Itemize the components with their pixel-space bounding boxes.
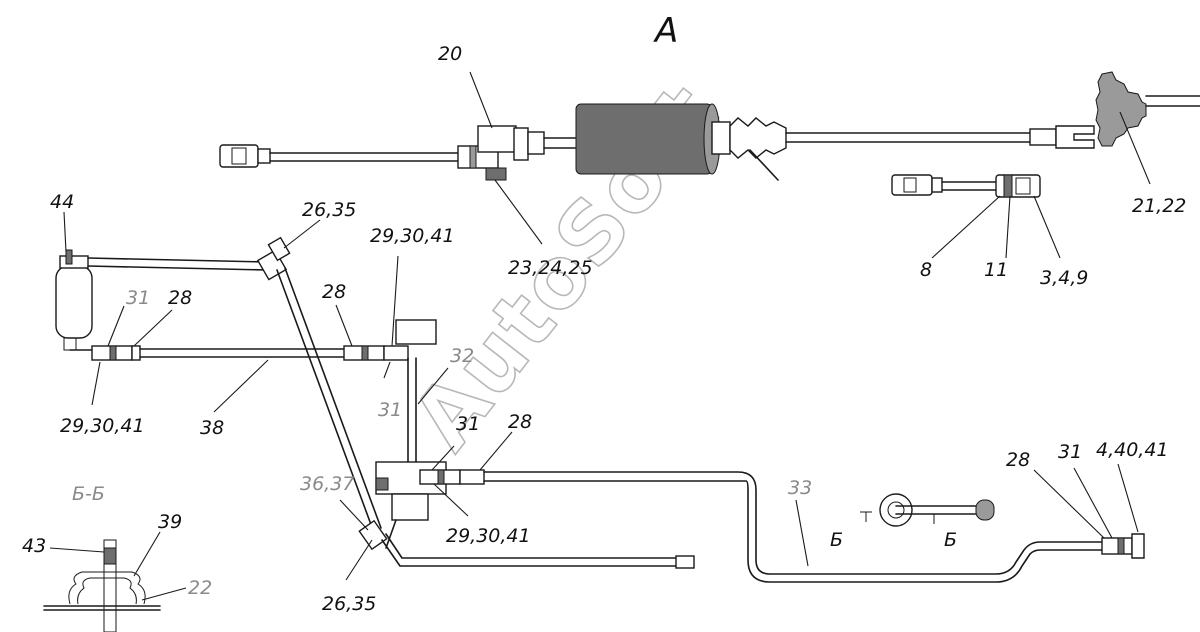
- callout-31-mid: 31: [378, 399, 402, 421]
- callout-26-35-top: 26,35: [302, 199, 356, 221]
- callout-28-right: 28: [1006, 449, 1030, 471]
- callout-29-30-41-left: 29,30,41: [60, 415, 145, 437]
- callout-31-low: 31: [456, 413, 480, 435]
- view-title: A: [653, 11, 678, 51]
- callout-32: 32: [450, 345, 474, 367]
- callout-3-4-9: 3,4,9: [1040, 267, 1088, 289]
- section-mark-left: Б: [830, 529, 843, 551]
- callout-33: 33: [788, 477, 812, 499]
- callout-36-37: 36,37: [300, 473, 354, 495]
- callout-29-30-41-top: 29,30,41: [370, 225, 455, 247]
- top-actuator-assembly: [219, 103, 1095, 181]
- callout-31-left: 31: [126, 287, 150, 309]
- central-lever: [375, 319, 485, 549]
- callout-23-24-25: 23,24,25: [508, 257, 593, 279]
- left-linkage: [55, 236, 409, 531]
- callout-26-35-bottom: 26,35: [322, 593, 376, 615]
- callout-labels: 20 23,24,25 21,22 8 11 3,4,9 44 26,35 29…: [22, 43, 1186, 615]
- callout-8: 8: [920, 259, 932, 281]
- section-mark-right: Б: [944, 529, 957, 551]
- callout-31-right: 31: [1058, 441, 1082, 463]
- callout-28-left: 28: [168, 287, 192, 309]
- callout-28-top: 28: [322, 281, 346, 303]
- callout-11: 11: [984, 259, 1008, 281]
- callout-21-22: 21,22: [1132, 195, 1186, 217]
- callout-28-low: 28: [508, 411, 532, 433]
- callout-29-30-41-low: 29,30,41: [446, 525, 531, 547]
- boot-detail: [1095, 71, 1200, 147]
- cable-33: [483, 471, 1145, 583]
- callout-38: 38: [200, 417, 224, 439]
- leader-lines: [49, 71, 1151, 601]
- callout-4-40-41: 4,40,41: [1096, 439, 1169, 461]
- section-detail-mark: [860, 493, 995, 527]
- section-title: Б-Б: [72, 483, 105, 505]
- callout-43: 43: [22, 535, 46, 557]
- callout-20: 20: [438, 43, 462, 65]
- callout-39: 39: [158, 511, 182, 533]
- section-view: [43, 539, 161, 632]
- callout-22: 22: [188, 577, 212, 599]
- rod-assembly-detail: [891, 174, 1041, 198]
- callout-44: 44: [50, 191, 74, 213]
